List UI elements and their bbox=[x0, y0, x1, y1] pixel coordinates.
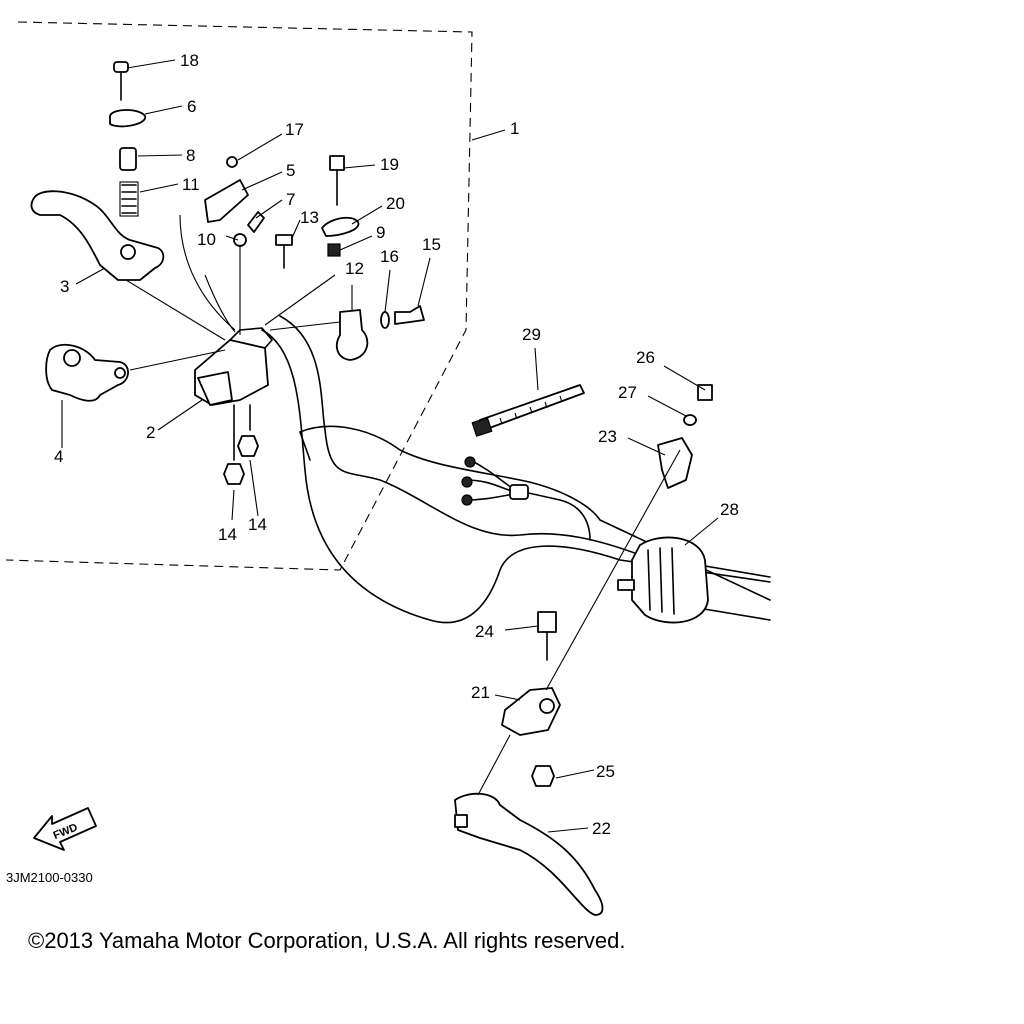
wire-harness bbox=[461, 456, 591, 541]
callout-25: 25 bbox=[596, 762, 615, 781]
callout-5: 5 bbox=[286, 161, 295, 180]
assembly-1-boundary bbox=[5, 21, 473, 571]
callout-26: 26 bbox=[636, 348, 655, 367]
callout-19: 19 bbox=[380, 155, 399, 174]
callout-20: 20 bbox=[386, 194, 405, 213]
diagram-code: 3JM2100-0330 bbox=[6, 870, 93, 885]
callout-4: 4 bbox=[54, 447, 63, 466]
callout-22: 22 bbox=[592, 819, 611, 838]
callout-21: 21 bbox=[471, 683, 490, 702]
callout-14a: 14 bbox=[218, 525, 237, 544]
lever-holder-2 bbox=[194, 327, 273, 406]
right-hardware bbox=[477, 384, 713, 796]
callout-29: 29 bbox=[522, 325, 541, 344]
callout-6: 6 bbox=[187, 97, 196, 116]
lever-holder-21 bbox=[501, 687, 561, 736]
callout-16: 16 bbox=[380, 247, 399, 266]
callout-24: 24 bbox=[475, 622, 494, 641]
callout-17: 17 bbox=[285, 120, 304, 139]
small-hardware bbox=[109, 61, 425, 485]
callout-18: 18 bbox=[180, 51, 199, 70]
brake-lever-22 bbox=[454, 792, 604, 916]
lever-bracket-4 bbox=[45, 343, 129, 402]
assembly-lines bbox=[125, 214, 341, 371]
callout-15: 15 bbox=[422, 235, 441, 254]
callout-23: 23 bbox=[598, 427, 617, 446]
callout-12: 12 bbox=[345, 259, 364, 278]
clutch-lever-3 bbox=[30, 190, 165, 281]
callout-leaders bbox=[61, 59, 719, 833]
callout-9: 9 bbox=[376, 223, 385, 242]
handlebar-switch-28 bbox=[617, 536, 709, 624]
callout-3: 3 bbox=[60, 277, 69, 296]
callout-27: 27 bbox=[618, 383, 637, 402]
callout-2: 2 bbox=[146, 423, 155, 442]
callout-labels: 18 6 8 11 17 5 7 10 13 19 20 9 12 16 15 … bbox=[54, 51, 739, 838]
callout-28: 28 bbox=[720, 500, 739, 519]
copyright-notice: ©2013 Yamaha Motor Corporation, U.S.A. A… bbox=[28, 928, 626, 953]
cable-tie-29 bbox=[471, 384, 585, 437]
callout-1: 1 bbox=[510, 119, 519, 138]
callout-14b: 14 bbox=[248, 515, 267, 534]
callout-7: 7 bbox=[286, 190, 295, 209]
callout-10: 10 bbox=[197, 230, 216, 249]
fwd-arrow-icon: FWD bbox=[33, 807, 97, 851]
callout-11: 11 bbox=[182, 175, 200, 194]
callout-13: 13 bbox=[300, 208, 319, 227]
callout-8: 8 bbox=[186, 146, 195, 165]
